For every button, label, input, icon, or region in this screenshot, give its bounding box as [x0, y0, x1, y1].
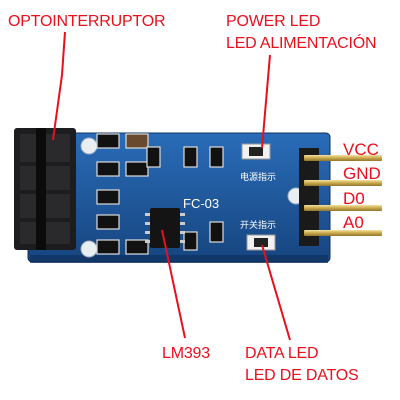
mounting-hole-bottom [80, 240, 98, 258]
switch-silk-text: 开关指示 [240, 219, 276, 231]
leader-lines [52, 31, 291, 341]
label-optointerruptor: OPTOINTERRUPTOR [8, 13, 166, 30]
pin-label-d0: D0 [343, 189, 365, 208]
smd-components-left [96, 133, 149, 255]
power-led [241, 143, 271, 160]
pin-label-vcc: VCC [343, 140, 379, 159]
header-pin-gnd [304, 180, 382, 186]
label-power-led-en: POWER LED [226, 13, 321, 30]
label-lm393: LM393 [162, 345, 210, 362]
label-data-led-es: LED DE DATOS [245, 367, 359, 384]
mounting-hole-top [80, 137, 98, 155]
power-silk-text: 电源指示 [240, 171, 276, 183]
header-connector [299, 148, 382, 246]
pin-label-a0: A0 [343, 213, 364, 232]
leader-optointerruptor [52, 31, 66, 141]
optointerruptor-component [14, 128, 76, 250]
header-pin-d0 [304, 205, 382, 211]
label-data-led-en: DATA LED [245, 345, 319, 362]
leader-lm393 [161, 229, 186, 339]
leader-data-led [261, 244, 291, 341]
board-model-text: FC-03 [183, 196, 219, 211]
data-led [246, 234, 276, 251]
pin-label-gnd: GND [343, 164, 381, 183]
lm393-chip [145, 208, 185, 248]
leader-power-led [261, 54, 271, 149]
header-pin-vcc [304, 155, 382, 161]
smd-components-top [146, 146, 224, 251]
label-power-led-es: LED ALIMENTACIÓN [226, 35, 377, 52]
header-pin-a0 [304, 230, 382, 236]
